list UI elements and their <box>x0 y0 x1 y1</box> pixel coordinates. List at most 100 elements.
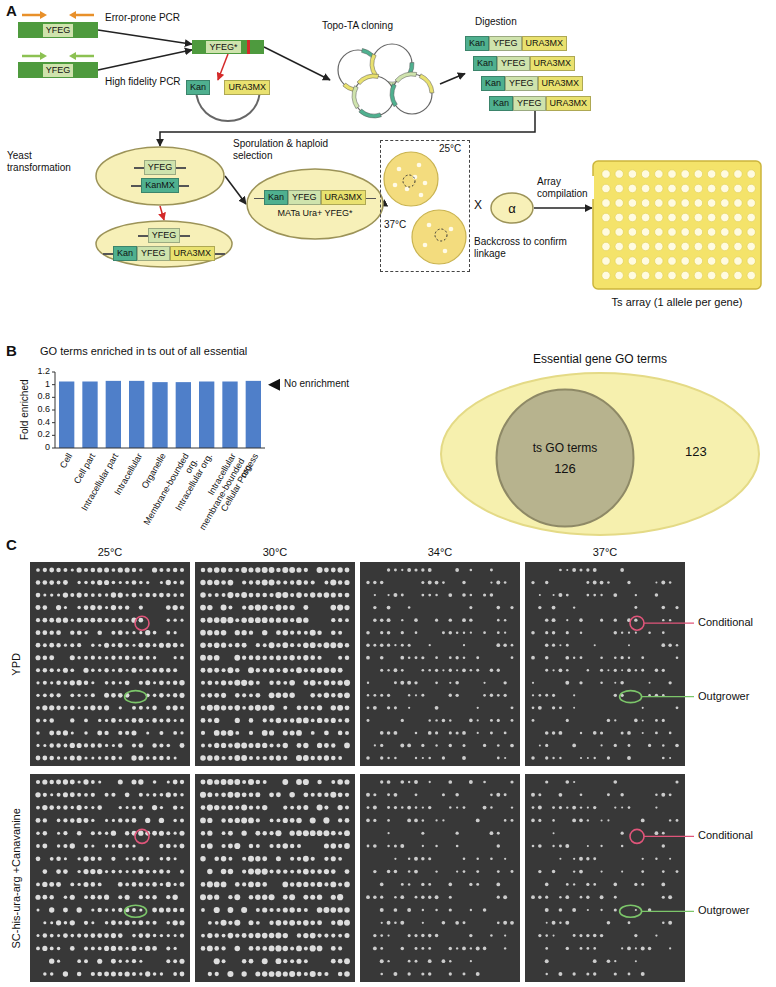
colony-spot <box>552 694 555 697</box>
colony-spot <box>456 731 459 734</box>
colony-spot <box>290 618 294 622</box>
colony-spot <box>366 656 370 660</box>
colony-spot <box>344 605 349 610</box>
colony-spot <box>620 681 624 685</box>
colony-spot <box>49 643 54 648</box>
colony-spot <box>428 568 432 572</box>
colony-spot <box>172 605 177 610</box>
colony-spot <box>621 947 623 949</box>
colony-spot <box>635 947 637 949</box>
colony-spot <box>166 882 171 887</box>
flow-arrow <box>98 30 192 44</box>
colony-spot <box>43 831 47 835</box>
colony-spot <box>573 934 576 937</box>
colony-spot <box>373 806 377 810</box>
colony-spot <box>310 869 315 874</box>
colony-spot <box>57 806 61 810</box>
panel-letter: B <box>6 342 17 359</box>
colony-spot <box>262 705 267 710</box>
colony-spot <box>442 819 444 821</box>
colony-spot <box>36 806 40 810</box>
colony-spot <box>125 719 129 723</box>
colony-spot <box>153 643 157 647</box>
colony-spot <box>221 580 226 585</box>
leader-line <box>642 911 694 912</box>
colony-spot <box>655 806 657 808</box>
colony-spot <box>317 668 322 673</box>
colony-spot <box>401 594 404 597</box>
colony-spot <box>207 605 212 610</box>
colony-spot <box>77 870 80 873</box>
colony-spot <box>661 883 665 887</box>
colony-spot <box>538 706 542 710</box>
colony-spot <box>118 818 122 822</box>
colony-spot <box>428 934 432 938</box>
colony-spot <box>545 618 548 621</box>
colony-spot <box>241 680 247 686</box>
colony-spot <box>56 706 61 711</box>
colony-spot <box>97 605 102 610</box>
colony-spot <box>221 856 226 861</box>
colony-spot <box>483 631 486 634</box>
colony-spot <box>214 907 220 913</box>
colony-spot <box>614 719 616 721</box>
colony-spot <box>283 971 288 976</box>
colony-spot <box>77 630 81 634</box>
colony-spot <box>56 693 60 697</box>
colony-spot <box>153 793 157 797</box>
colony-spot <box>559 644 561 646</box>
colony-spot <box>262 730 268 736</box>
colony-spot <box>421 568 424 571</box>
colony-spot <box>49 655 54 660</box>
chromosome: YFEG <box>138 228 191 243</box>
colony-spot <box>201 805 206 810</box>
colony-spot <box>255 869 261 875</box>
colony-spot <box>675 606 678 609</box>
colony-spot <box>112 568 116 572</box>
colony-spot <box>132 844 135 847</box>
colony-spot <box>276 693 282 699</box>
colony-spot <box>221 567 226 572</box>
colony-spot <box>511 719 514 722</box>
colony-spot <box>415 896 418 899</box>
colony-spot <box>270 818 274 822</box>
colony-spot <box>463 858 466 861</box>
colony-spot <box>337 894 343 900</box>
colony-spot <box>160 581 163 584</box>
colony-spot <box>545 694 548 697</box>
colony-spot <box>573 870 575 872</box>
colony-spot <box>621 656 624 659</box>
flow-arrow <box>218 54 228 80</box>
colony-spot <box>262 593 267 598</box>
colony-spot <box>256 921 260 925</box>
colony-spot <box>112 819 115 822</box>
colony-spot <box>442 631 445 634</box>
colony-spot <box>655 858 657 860</box>
colony-spot <box>214 743 219 748</box>
colony-spot <box>248 779 254 785</box>
colony-spot <box>138 643 143 648</box>
colony-spot <box>84 694 87 697</box>
colony-spot <box>104 580 109 585</box>
colony-spot <box>63 580 68 585</box>
colony-spot <box>57 844 60 847</box>
colony-spot <box>256 844 260 848</box>
colony-spot <box>43 580 48 585</box>
colony-spot <box>64 606 67 609</box>
colony-spot <box>331 831 336 836</box>
colony-spot <box>111 756 116 761</box>
colony-spot <box>317 693 321 697</box>
colony-spot <box>303 869 309 875</box>
colony-spot <box>172 895 177 900</box>
colony-spot <box>442 959 446 963</box>
colony-spot <box>324 869 329 874</box>
colony-spot <box>145 971 150 976</box>
colony-spot <box>490 719 493 722</box>
colony-spot <box>166 643 171 648</box>
colony-spot <box>330 881 336 887</box>
colony-spot <box>324 843 329 848</box>
colony-spot <box>180 718 184 722</box>
colony-spot <box>262 831 266 835</box>
colony-spot <box>132 593 137 598</box>
colony-spot <box>435 870 437 872</box>
